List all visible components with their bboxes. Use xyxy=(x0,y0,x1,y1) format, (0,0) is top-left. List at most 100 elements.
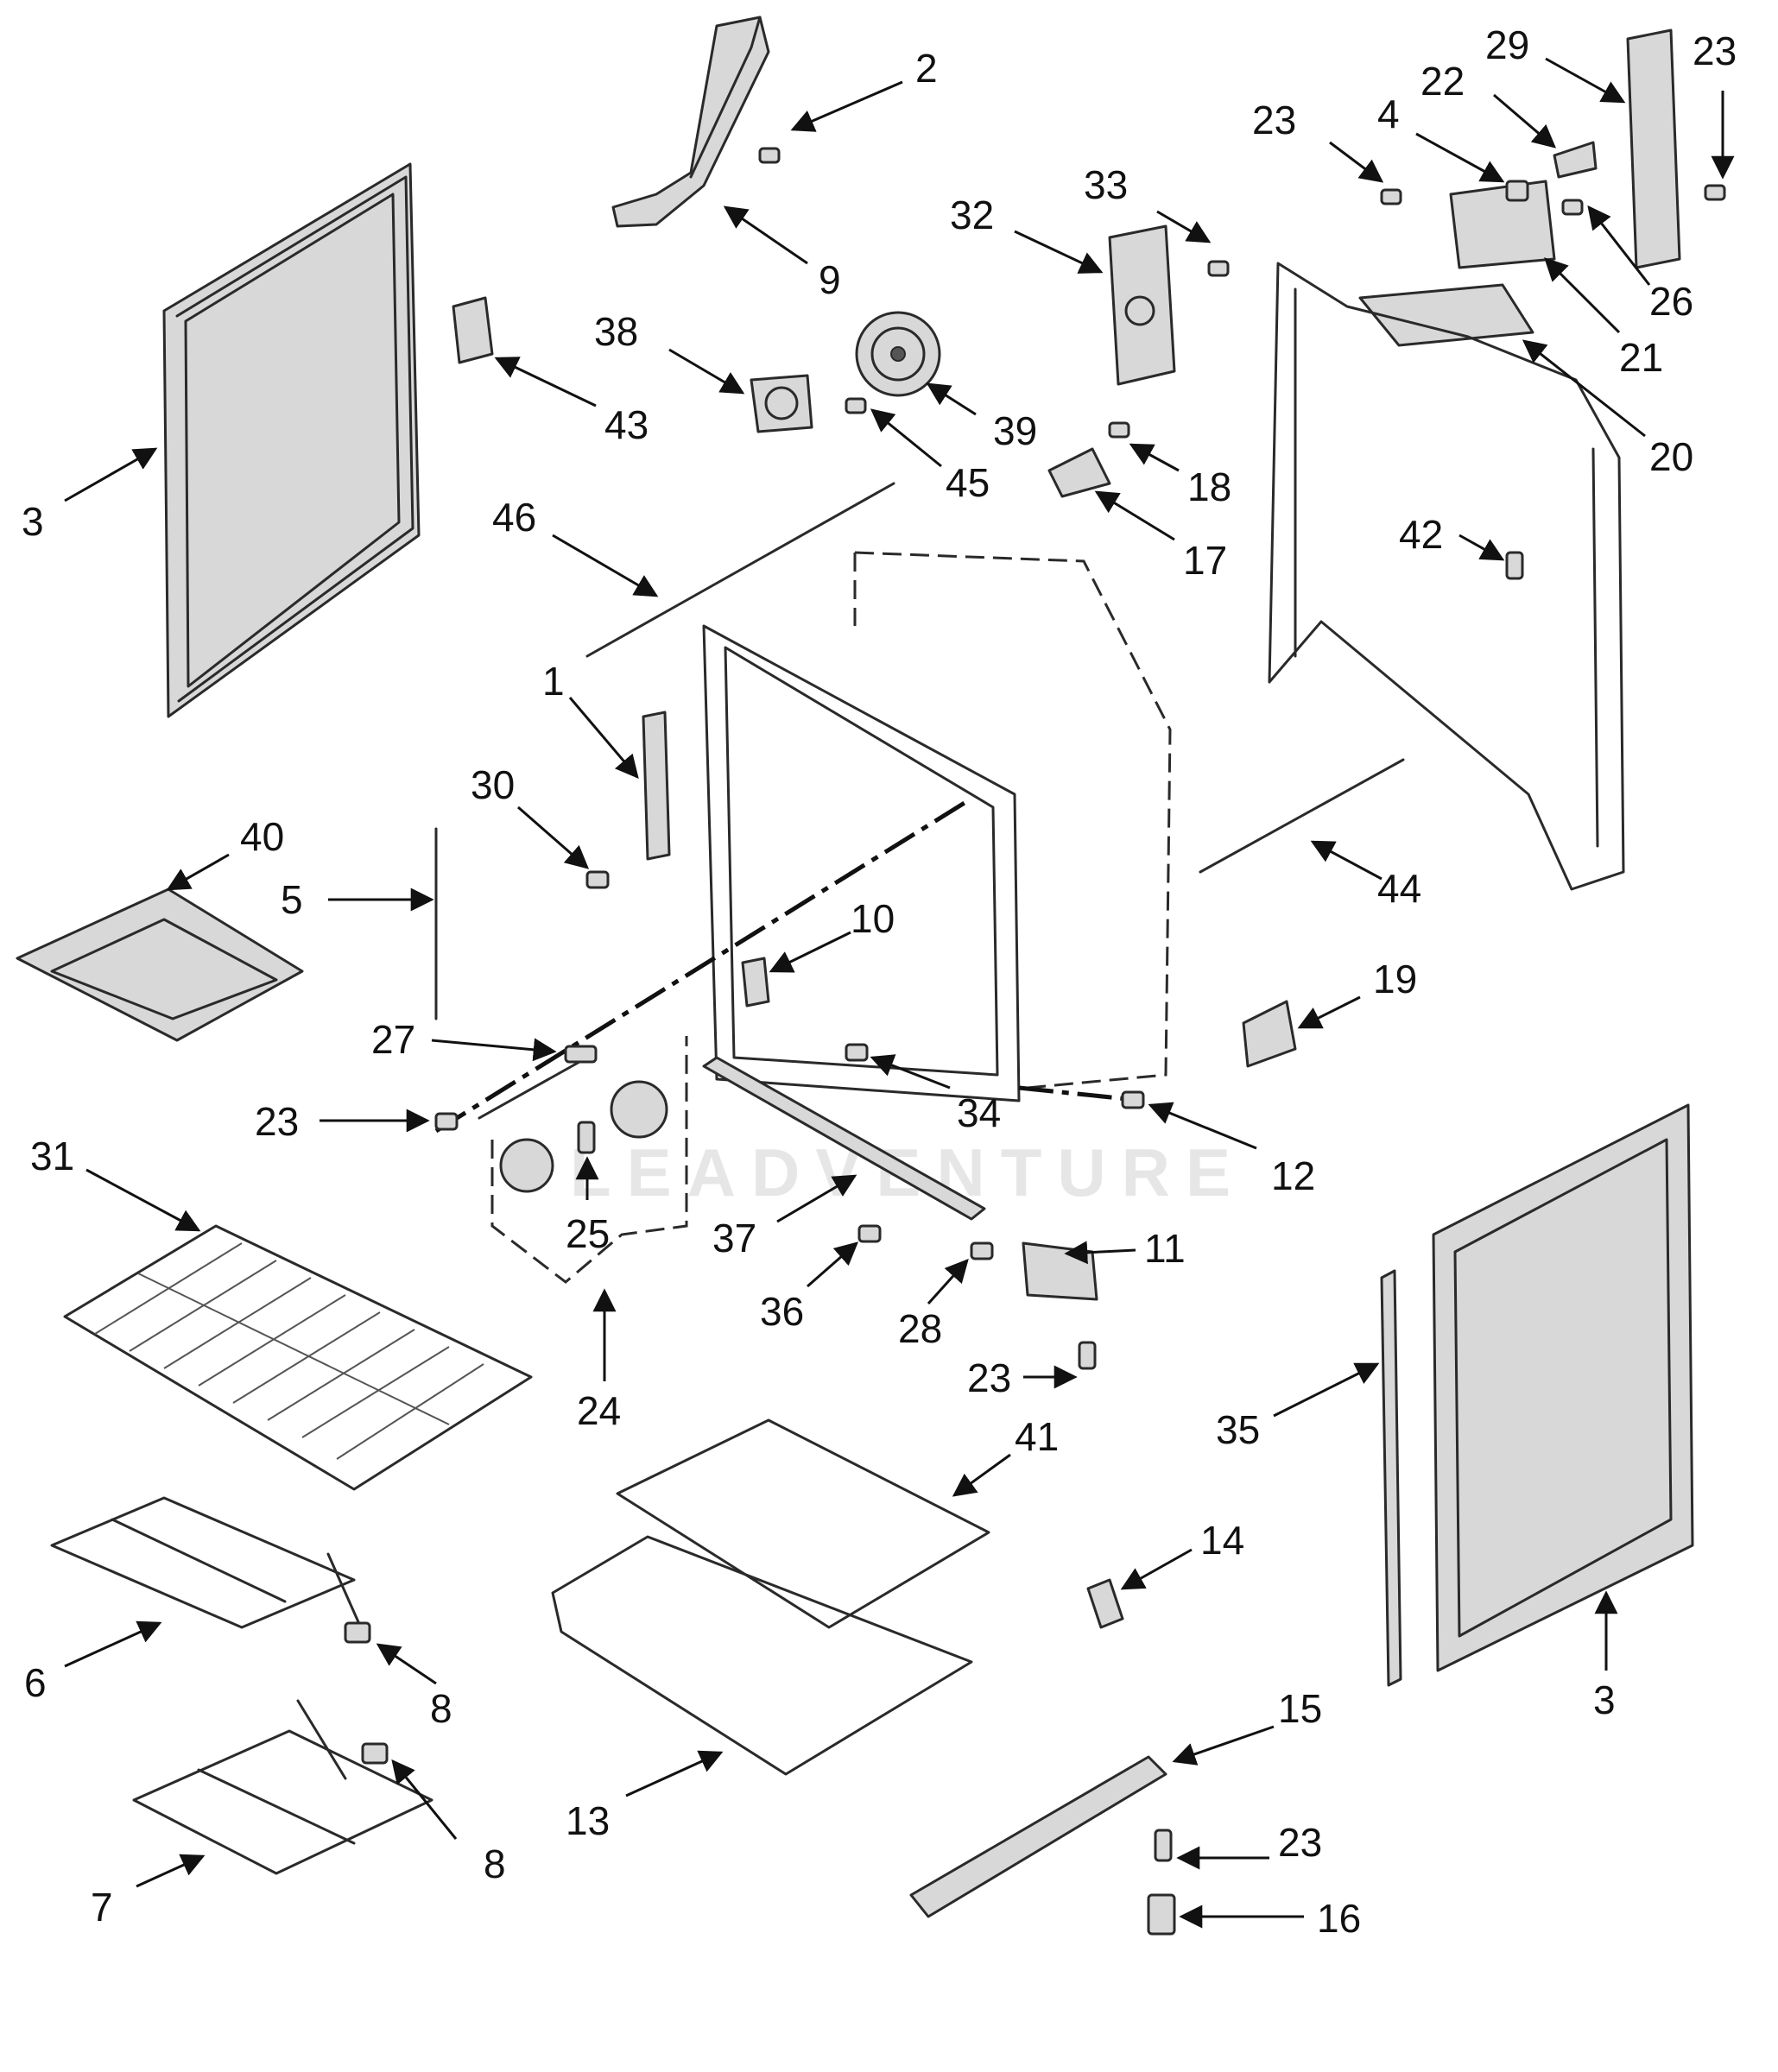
screw-34 xyxy=(845,1043,869,1062)
callout-19: 19 xyxy=(1373,957,1417,1001)
callout-30: 30 xyxy=(471,762,515,807)
callout-3-left: 3 xyxy=(22,499,44,544)
terminal-block-21 xyxy=(1449,180,1556,269)
callout-31: 31 xyxy=(30,1134,74,1178)
callout-16: 16 xyxy=(1317,1896,1361,1941)
callout-12: 12 xyxy=(1271,1153,1315,1198)
callout-33: 33 xyxy=(1084,162,1128,207)
callouts: 2 9 3 43 38 39 45 32 33 18 17 23 xyxy=(22,22,1737,1941)
rail-15 xyxy=(909,1755,1167,1918)
rear-panel xyxy=(1268,262,1625,891)
callout-20: 20 xyxy=(1649,434,1693,479)
callout-40: 40 xyxy=(240,814,284,859)
screw-18 xyxy=(1108,421,1130,439)
screw-33 xyxy=(1207,260,1230,277)
bushing-4 xyxy=(1505,180,1529,202)
screw-26 xyxy=(1561,199,1584,216)
callout-38: 38 xyxy=(594,309,638,354)
callout-28: 28 xyxy=(898,1306,942,1351)
oven-rack-31 xyxy=(63,1224,533,1491)
callout-45: 45 xyxy=(946,460,990,505)
callout-15: 15 xyxy=(1278,1686,1322,1731)
callout-42: 42 xyxy=(1399,512,1443,557)
callout-23-top-right: 23 xyxy=(1693,28,1737,73)
strip-35 xyxy=(1380,1269,1402,1687)
screw-23-hinge xyxy=(1078,1341,1097,1370)
callout-14: 14 xyxy=(1200,1518,1244,1563)
pin-42 xyxy=(1505,551,1524,580)
callout-23-rail: 23 xyxy=(1278,1820,1322,1865)
screw-2 xyxy=(758,147,781,164)
broil-element-7 xyxy=(132,1699,433,1875)
bracket-32 xyxy=(1108,224,1176,386)
side-panel-right xyxy=(1432,1103,1694,1672)
oven-cavity xyxy=(702,551,1172,1102)
callout-22: 22 xyxy=(1421,59,1465,104)
callout-8b: 8 xyxy=(484,1841,506,1886)
panel-41 xyxy=(616,1418,990,1629)
callout-35: 35 xyxy=(1216,1407,1260,1452)
callout-3-right: 3 xyxy=(1593,1677,1616,1722)
callout-46: 46 xyxy=(492,495,536,540)
fan-bracket-38 xyxy=(750,374,813,433)
callout-32: 32 xyxy=(950,193,994,237)
callout-17: 17 xyxy=(1183,538,1227,583)
sensor-27 xyxy=(478,1045,598,1120)
callout-23-top: 23 xyxy=(1252,98,1296,142)
screw-12 xyxy=(1121,1090,1145,1109)
callout-10: 10 xyxy=(851,896,895,941)
callout-6: 6 xyxy=(24,1660,47,1705)
cover-29 xyxy=(1626,28,1681,269)
callout-23-left: 23 xyxy=(255,1099,299,1144)
callout-9: 9 xyxy=(819,257,841,302)
fan-blade-39 xyxy=(855,311,941,397)
callout-25: 25 xyxy=(566,1211,610,1256)
leveler-16 xyxy=(1147,1893,1176,1936)
screw-30 xyxy=(585,870,610,889)
callout-2: 2 xyxy=(915,46,938,91)
bake-element-6 xyxy=(50,1496,364,1633)
tag-43 xyxy=(452,296,494,364)
rod-46 xyxy=(585,482,895,658)
callout-27: 27 xyxy=(371,1017,415,1062)
clip-17 xyxy=(1047,447,1111,498)
tray-40 xyxy=(16,888,304,1042)
callout-23-hinge: 23 xyxy=(967,1355,1011,1400)
callout-5: 5 xyxy=(281,877,303,922)
screw-36 xyxy=(857,1224,882,1243)
callout-43: 43 xyxy=(604,402,649,447)
vent-duct-part xyxy=(611,16,770,228)
screw-23-rail xyxy=(1154,1829,1173,1862)
callout-37: 37 xyxy=(712,1216,756,1260)
callout-29: 29 xyxy=(1485,22,1529,67)
trim-37 xyxy=(702,1056,986,1221)
callout-41: 41 xyxy=(1015,1414,1059,1459)
callout-34: 34 xyxy=(957,1090,1001,1135)
screw-45 xyxy=(845,397,867,414)
callout-4: 4 xyxy=(1377,92,1400,136)
knob-group-24 xyxy=(490,1036,688,1284)
callout-36: 36 xyxy=(760,1289,804,1334)
callout-8a: 8 xyxy=(430,1686,452,1731)
bottom-13 xyxy=(551,1535,973,1776)
side-panel-left xyxy=(162,162,421,718)
nut-8b xyxy=(361,1742,389,1765)
bracket-22 xyxy=(1553,141,1598,179)
callout-24: 24 xyxy=(577,1388,621,1433)
callout-21: 21 xyxy=(1619,335,1663,380)
callout-11: 11 xyxy=(1144,1226,1186,1271)
clip-19 xyxy=(1242,1000,1297,1068)
screw-23-top-right xyxy=(1704,184,1726,201)
tray-20 xyxy=(1358,283,1534,347)
callout-18: 18 xyxy=(1187,464,1231,509)
callout-26: 26 xyxy=(1649,279,1693,324)
latch-10 xyxy=(741,957,770,1008)
callout-1: 1 xyxy=(542,659,565,704)
nut-8a xyxy=(344,1621,371,1644)
rod-44 xyxy=(1199,758,1405,874)
hinge-1 xyxy=(642,711,671,861)
screw-28 xyxy=(970,1241,994,1260)
callout-13: 13 xyxy=(566,1798,610,1843)
callout-44: 44 xyxy=(1377,866,1421,911)
